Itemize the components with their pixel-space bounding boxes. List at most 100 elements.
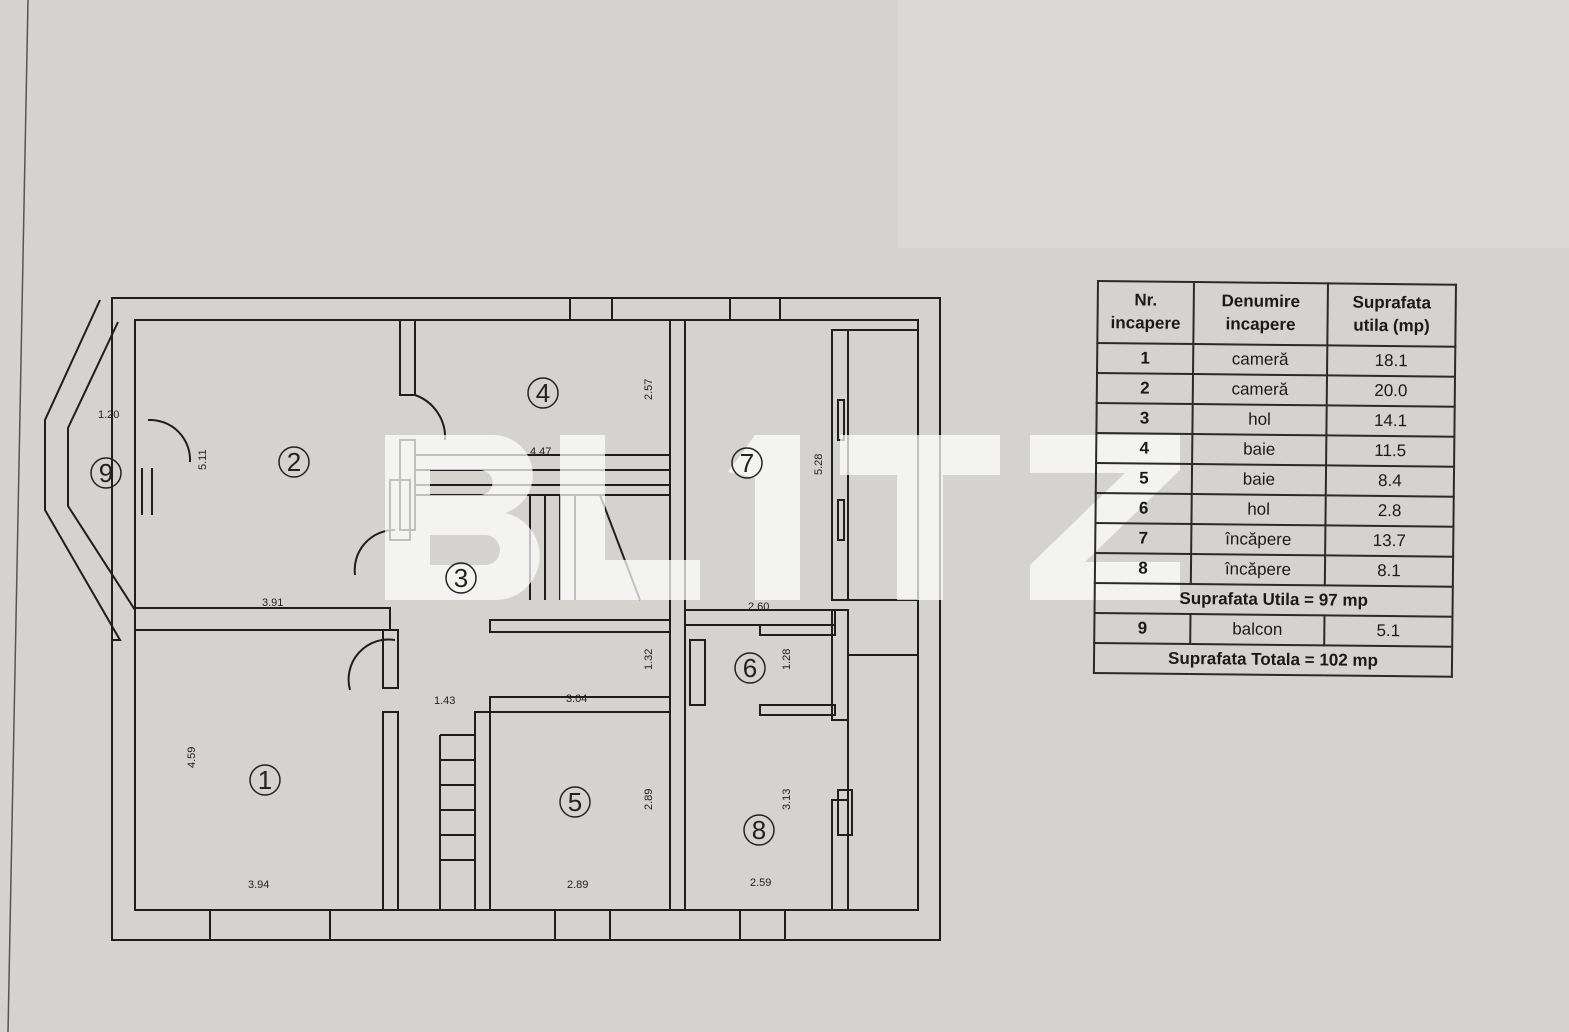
room-number: 7 [740,448,754,478]
wall [382,629,399,689]
room-number-circle [743,814,775,846]
dimension-label: 3.91 [262,597,283,609]
total-row: Suprafata Totala = 102 mp [1093,642,1453,677]
balcony-door [141,468,153,515]
wall [399,319,416,396]
wall [474,711,491,911]
wall [489,619,671,633]
room-nr: 9 [1094,612,1191,644]
dimension-label: 2.57 [643,379,655,400]
logo-letter-z [1030,435,1180,600]
room-name: baie [1192,434,1327,466]
room-name: hol [1192,404,1327,436]
room-numbers: 1 2 3 4 5 6 7 8 9 [90,377,775,846]
room-name: cameră [1193,344,1328,376]
header-nr: Nr. incapere [1097,281,1194,345]
wall [134,319,919,911]
room-number-circle [734,652,766,684]
wall [111,297,941,941]
subtotal: Suprafata Utila = 97 mp [1094,582,1453,617]
dimension-label: 2.89 [643,789,655,810]
paper-edge-line [7,0,29,1032]
room-nr: 8 [1094,552,1192,584]
room-name: încăpere [1190,554,1326,586]
room-number-circle [527,377,559,409]
room-number: 4 [536,378,550,408]
total: Suprafata Totala = 102 mp [1093,642,1453,677]
room-area: 14.1 [1326,405,1455,437]
dimension-label: 5.28 [813,454,825,475]
room-number-circle [90,457,122,489]
room-name: balcon [1190,613,1325,646]
dimension-label: 4.47 [530,446,551,458]
room-area-table: Nr. incapere Denumire incapere Suprafata… [1093,280,1457,678]
balcony-outline [44,299,122,641]
wall [134,607,391,631]
watermark-logo [385,434,1180,601]
header-name: Denumire incapere [1193,282,1328,346]
room-nr: 4 [1096,433,1193,465]
dimension-label: 2.89 [567,879,588,891]
dimension-label: 3.13 [781,789,793,810]
wall [759,704,836,716]
room-nr: 7 [1095,522,1192,555]
room-number: 8 [752,815,766,845]
room-number-circle [559,786,591,818]
room-number: 5 [568,787,582,817]
room-number: 3 [454,563,468,593]
room-area: 8.1 [1324,555,1454,587]
room-nr: 3 [1096,403,1193,435]
dimension-label: 2.59 [750,877,771,889]
wall [831,799,849,911]
room-name: încăpere [1191,524,1326,556]
room-number-circle [731,447,763,479]
dimension-label: 1.43 [434,695,455,707]
wall [382,711,399,911]
logo-letter-b [385,434,540,601]
windows [209,298,786,940]
subtotal-row: Suprafata Utila = 97 mp [1094,582,1453,617]
room-nr: 6 [1095,492,1192,525]
dimension-label: 3.94 [248,879,269,891]
dimension-label: 3.04 [566,693,587,705]
room-nr: 1 [1097,343,1194,375]
wall [414,484,671,496]
room-nr: 5 [1095,463,1193,495]
room-area: 8.4 [1325,465,1455,497]
logo-letter-t [840,435,1000,600]
room-name: baie [1191,464,1327,496]
wall [759,624,836,636]
room-number: 2 [287,447,301,477]
dimension-label: 4.59 [186,747,198,768]
dimension-label: 1.28 [781,649,793,670]
room-number: 9 [99,458,113,488]
room-number-circle [249,764,281,796]
room-number: 1 [258,765,272,795]
dimension-label: 5.11 [197,449,209,470]
room-area: 5.1 [1324,615,1453,647]
walls [44,297,941,941]
room-number-circle [445,562,477,594]
dimension-label: 1.20 [98,409,119,421]
paper-highlight [898,0,1569,248]
door-arc [414,394,447,441]
room-number: 6 [743,653,757,683]
wall [669,319,686,911]
dimension-label: 2.60 [748,601,769,613]
door-arc [147,418,192,463]
room-area: 20.0 [1326,375,1456,407]
logo-letter-i [728,435,800,600]
wall [847,654,919,911]
room-name: cameră [1192,374,1328,406]
